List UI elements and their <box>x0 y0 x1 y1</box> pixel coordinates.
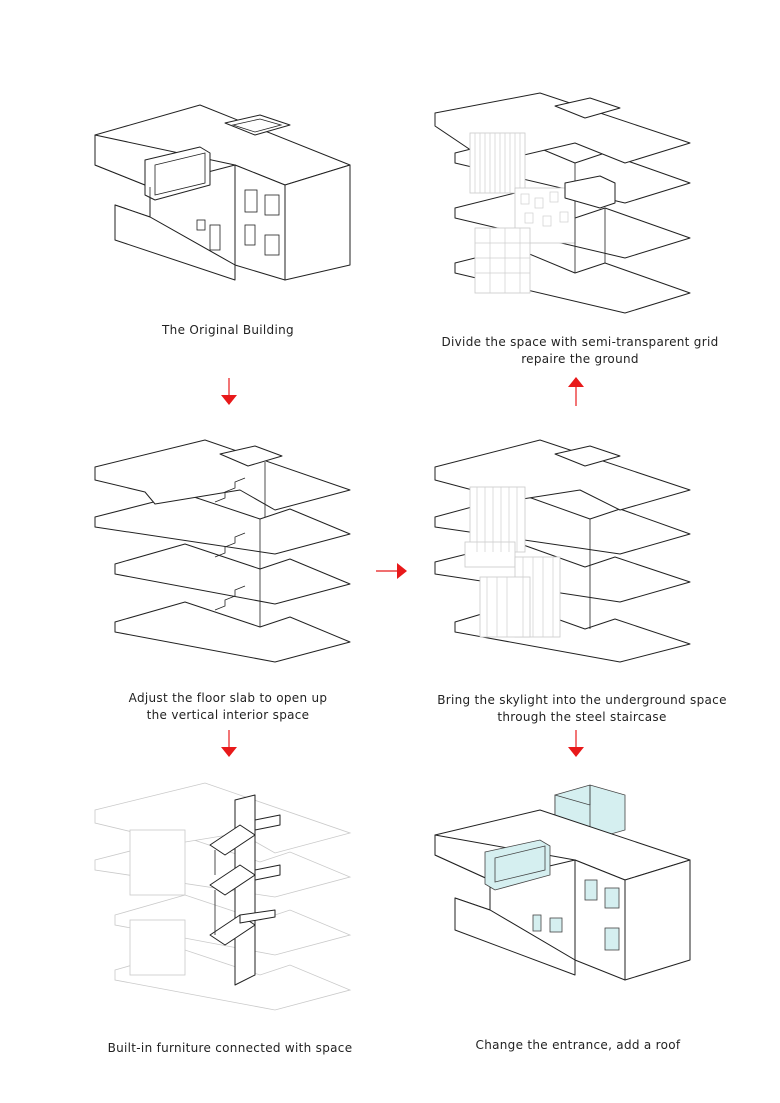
adjust-slab-diagram <box>90 432 360 667</box>
caption-line-2: through the steel staircase <box>497 710 667 724</box>
caption-original-building: The Original Building <box>48 322 408 339</box>
caption-text: Change the entrance, add a roof <box>475 1038 681 1052</box>
caption-text: Built-in furniture connected with space <box>107 1041 353 1055</box>
divide-space-diagram <box>425 88 700 318</box>
caption-divide-space: Divide the space with semi-transparent g… <box>400 334 760 368</box>
furniture-diagram <box>90 775 360 1015</box>
skylight-diagram <box>425 432 700 667</box>
caption-adjust-slab: Adjust the floor slab to open up the ver… <box>48 690 408 724</box>
arrow-right-1 <box>376 563 407 579</box>
original-building-diagram <box>85 95 360 295</box>
caption-line-1: Adjust the floor slab to open up <box>128 691 328 705</box>
arrow-down-2 <box>221 730 237 757</box>
arrow-up-1 <box>568 377 584 406</box>
caption-furniture: Built-in furniture connected with space <box>50 1040 410 1057</box>
caption-skylight: Bring the skylight into the underground … <box>402 692 762 726</box>
arrow-down-1 <box>221 378 237 405</box>
caption-text: The Original Building <box>162 323 294 337</box>
caption-line-2: the vertical interior space <box>146 708 310 722</box>
entrance-roof-diagram <box>425 780 700 1015</box>
arrow-down-3 <box>568 730 584 757</box>
caption-line-1: Divide the space with semi-transparent g… <box>441 335 719 349</box>
caption-line-2: repaire the ground <box>521 352 639 366</box>
caption-line-1: Bring the skylight into the underground … <box>437 693 727 707</box>
caption-entrance-roof: Change the entrance, add a roof <box>398 1037 758 1054</box>
